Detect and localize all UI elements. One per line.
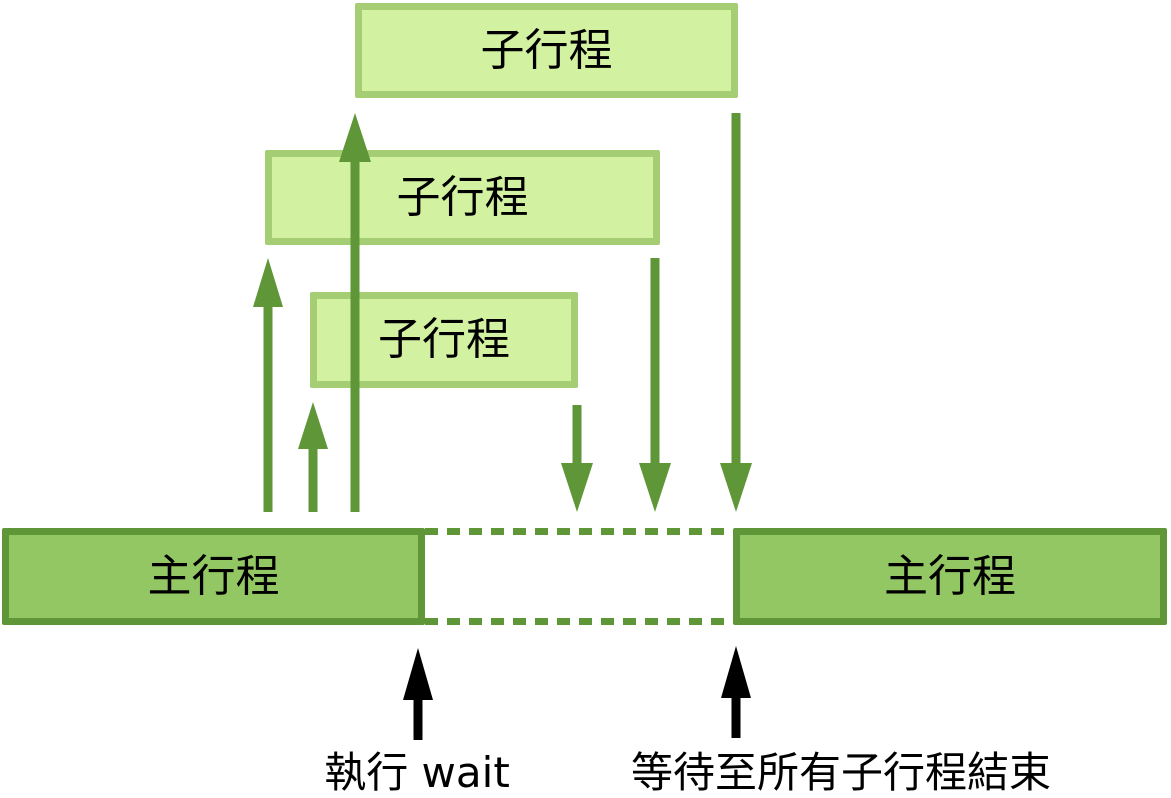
exit-arrow-from-child-middle-icon (639, 258, 671, 512)
main-process-label-1: 主行程 (147, 550, 280, 602)
child-process-box-1: 子行程 (355, 3, 738, 98)
main-process-box-after-wait: 主行程 (733, 528, 1167, 625)
child-process-label-2: 子行程 (396, 171, 529, 223)
main-process-box-before-wait: 主行程 (2, 528, 425, 625)
suspended-section-bottom-dashed-line (425, 618, 733, 625)
child-process-label-3: 子行程 (378, 314, 510, 365)
wait-until-children-end-caption: 等待至所有子行程結束 (630, 748, 1052, 797)
exit-arrow-from-child-bottom-icon (561, 405, 593, 512)
suspended-section-top-dashed-line (425, 528, 733, 535)
child-process-label-1: 子行程 (480, 24, 613, 76)
wait-call-caption: 執行 wait (324, 748, 510, 797)
child-process-box-2: 子行程 (265, 150, 660, 245)
fork-arrow-to-child-bottom-icon (298, 402, 328, 512)
exit-arrow-from-child-top-icon (720, 113, 752, 512)
main-process-label-2: 主行程 (884, 550, 1016, 602)
fork-arrow-to-child-middle-icon (253, 258, 283, 512)
wait-call-marker-arrow-icon (403, 648, 433, 740)
children-ended-marker-arrow-icon (721, 646, 751, 738)
child-process-box-3: 子行程 (310, 292, 578, 388)
